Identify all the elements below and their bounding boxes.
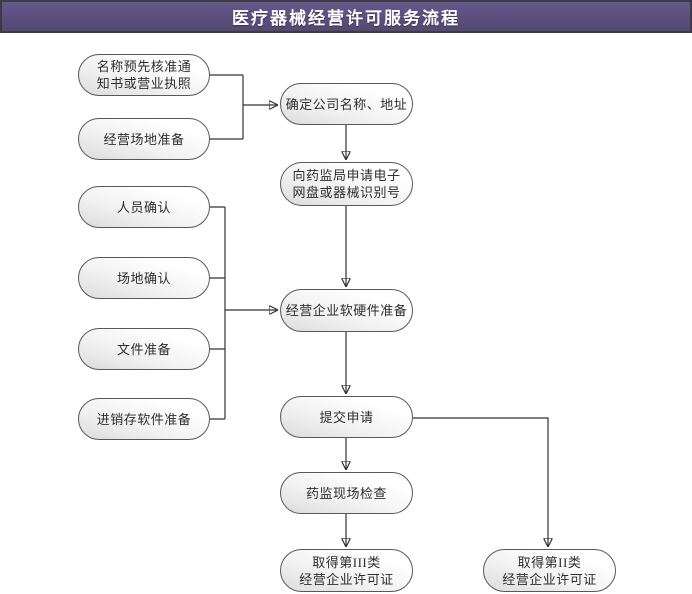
node-label: 取得第II类 [517,554,582,570]
node-label: 经营场地准备 [103,131,185,147]
node-label: 文件准备 [116,341,171,357]
node-document-prep: 文件准备 [78,328,210,370]
node-label: 知书或营业执照 [96,76,192,91]
node-label: 场地确认 [116,270,171,286]
node-software-hardware-prep: 经营企业软硬件准备 [280,289,413,332]
edge-group1-stubs [210,74,244,140]
edge-submit-to-class2 [413,417,548,547]
node-label: 药监现场检查 [305,485,387,501]
edge-group2-stubs [210,206,226,420]
node-label: 经营企业许可证 [299,571,394,587]
node-company-name-address: 确定公司名称、地址 [280,83,413,125]
node-class3-license: 取得第III类 经营企业许可证 [280,549,413,592]
node-onsite-inspection: 药监现场检查 [280,472,413,514]
node-label: 取得第III类 [312,554,381,570]
node-class2-license: 取得第II类 经营企业许可证 [483,549,616,592]
node-label: 提交申请 [319,409,374,425]
node-preapproval: 名称预先核准通 知书或营业执照 [78,54,210,96]
node-label: 经营企业软硬件准备 [285,303,408,318]
node-site-prep: 经营场地准备 [78,118,210,160]
node-label: 网盘或器械识别号 [292,185,401,200]
node-apply-device-id: 向药监局申请电子 网盘或器械识别号 [280,162,413,206]
node-label: 确定公司名称、地址 [285,96,408,112]
node-label: 经营企业许可证 [502,571,597,587]
title-bar: 医疗器械经营许可服务流程 [0,0,692,33]
page-title: 医疗器械经营许可服务流程 [232,9,460,28]
node-label: 向药监局申请电子 [292,168,401,183]
node-label: 人员确认 [116,199,171,215]
node-label: 名称预先核准通 [96,59,192,74]
node-personnel-confirm: 人员确认 [78,186,210,228]
node-submit-application: 提交申请 [280,396,413,438]
node-inventory-software-prep: 进销存软件准备 [78,398,210,440]
node-site-confirm: 场地确认 [78,257,210,299]
node-label: 进销存软件准备 [96,411,192,427]
